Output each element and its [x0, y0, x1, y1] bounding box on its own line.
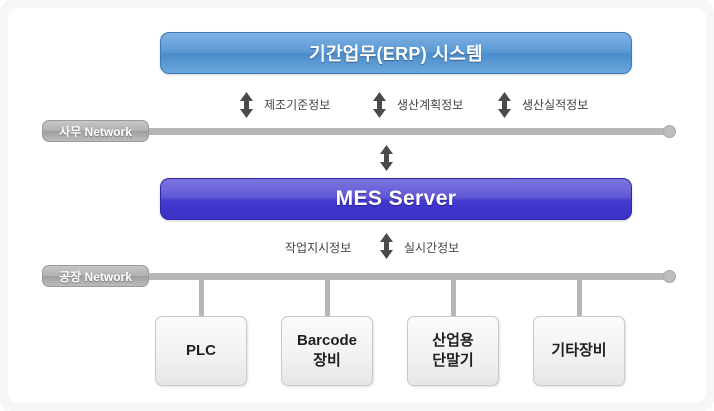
factory-network-label: 공장 Network — [59, 269, 132, 284]
drop-line-device-3 — [577, 278, 582, 318]
device-box-plc[interactable]: PLC — [155, 316, 247, 386]
drop-line-device-0 — [199, 278, 204, 318]
erp-system-box[interactable]: 기간업무(ERP) 시스템 — [160, 32, 632, 74]
double-arrow-vertical-icon — [379, 233, 394, 259]
flow-label-erp-1: 생산계획정보 — [397, 98, 464, 112]
office-network-line — [138, 128, 672, 135]
double-arrow-vertical-icon — [372, 92, 387, 118]
double-arrow-vertical-icon — [497, 92, 512, 118]
drop-line-device-1 — [325, 278, 330, 318]
factory-network-endpoint — [663, 270, 676, 283]
flow-label-mes-0: 작업지시정보 — [285, 241, 352, 255]
factory-network-pill[interactable]: 공장 Network — [42, 265, 149, 287]
device-box-other-equipment[interactable]: 기타장비 — [533, 316, 625, 386]
mes-server-label: MES Server — [335, 187, 457, 210]
erp-system-label: 기간업무(ERP) 시스템 — [309, 44, 483, 64]
drop-line-device-2 — [451, 278, 456, 318]
double-arrow-vertical-icon — [239, 92, 254, 118]
device-label-other-equipment: 기타장비 — [551, 341, 607, 359]
double-arrow-vertical-icon — [379, 145, 394, 171]
office-network-endpoint — [663, 125, 676, 138]
factory-network-line — [138, 273, 672, 280]
diagram-inner-panel: 기간업무(ERP) 시스템 제조기준정보 생산계획정보 생산실적정보 사무 Ne… — [8, 8, 706, 403]
office-network-label: 사무 Network — [59, 124, 132, 139]
device-label-plc: PLC — [186, 341, 216, 359]
office-network-pill[interactable]: 사무 Network — [42, 120, 149, 142]
flow-label-mes-1: 실시간정보 — [404, 241, 460, 255]
flow-label-erp-0: 제조기준정보 — [264, 98, 331, 112]
flow-label-erp-2: 생산실적정보 — [522, 98, 589, 112]
mes-server-box[interactable]: MES Server — [160, 178, 632, 220]
